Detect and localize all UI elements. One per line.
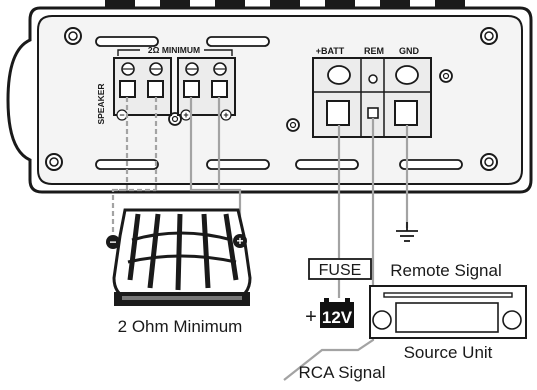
battery-terminal-left: [324, 298, 329, 303]
fuse-label: FUSE: [319, 262, 362, 279]
speaker-terminal-2: [147, 80, 164, 98]
speaker-screw-1: [121, 62, 135, 76]
speaker-label: SPEAKER: [96, 83, 106, 124]
rem-label: REM: [364, 46, 384, 56]
polarity-minus-right: −: [202, 108, 209, 122]
gnd-screw: [395, 65, 419, 85]
source-unit-label: Source Unit: [404, 343, 493, 362]
speaker-terminal-3: [183, 80, 200, 98]
source-unit-knob-left: [372, 310, 392, 330]
battery-icon: [320, 302, 354, 328]
batt-terminal: [326, 100, 350, 126]
battery: + 12V: [305, 298, 354, 328]
speaker-screw-4: [213, 62, 227, 76]
polarity-minus-mid: −: [138, 108, 145, 122]
min-impedance-label: 2Ω MINIMUM: [148, 45, 200, 55]
heatsink-fins: [105, 0, 465, 7]
impedance-bracket: [117, 49, 233, 56]
battery-terminal-right: [345, 298, 350, 303]
amplifier-body: [6, 0, 533, 194]
speaker-positive-wire: [189, 97, 242, 232]
rem-screw: [368, 74, 378, 84]
vent-slots: [95, 36, 463, 170]
speaker-wires: [111, 97, 242, 233]
fuse: FUSE: [308, 258, 372, 280]
speaker-terminal-1: [119, 80, 136, 98]
polarity-minus-left: −: [119, 110, 124, 120]
source-unit-knob-right: [502, 310, 522, 330]
speaker-terminal-block: SPEAKER 2Ω MINIMUM: [96, 45, 236, 125]
speaker-screw-3: [185, 62, 199, 76]
battery-plus-symbol: +: [305, 306, 317, 328]
rem-wire: [283, 118, 375, 381]
power-terminal-block: +BATT REM GND: [312, 46, 432, 138]
ground-symbol: [396, 222, 418, 242]
speaker-negative-wire: [111, 97, 158, 233]
power-wires: [283, 118, 409, 381]
source-unit-display: [395, 302, 499, 333]
subwoofer-positive-symbol: +: [236, 234, 243, 248]
battery-voltage: 12V: [322, 308, 353, 327]
mount-screw: [64, 27, 82, 45]
mount-screw: [45, 153, 63, 171]
panel-screw: [439, 69, 453, 83]
polarity-plus-right: +: [223, 110, 228, 120]
subwoofer-label: 2 Ohm Minimum: [118, 317, 243, 336]
subwoofer-negative-terminal: [106, 235, 120, 249]
polarity-plus-left: +: [183, 110, 188, 120]
mount-screw: [480, 27, 498, 45]
rca-signal-label: RCA Signal: [299, 363, 386, 382]
rem-terminal: [367, 107, 379, 119]
source-unit: Source Unit: [369, 285, 527, 362]
speaker-terminal-4: [211, 80, 228, 98]
speaker-screw-2: [149, 62, 163, 76]
panel-screw: [286, 118, 300, 132]
polarity-markings: [116, 109, 232, 121]
gnd-terminal: [394, 100, 418, 126]
subwoofer-negative-symbol: −: [109, 235, 116, 249]
remote-signal-label: Remote Signal: [390, 261, 502, 280]
batt-label: +BATT: [316, 46, 345, 56]
source-unit-slot: [383, 292, 513, 298]
mount-screw: [480, 153, 498, 171]
batt-screw: [327, 65, 351, 85]
gnd-label: GND: [399, 46, 420, 56]
subwoofer: − + 2 Ohm Minimum: [106, 208, 252, 336]
subwoofer-positive-terminal: [233, 234, 247, 248]
